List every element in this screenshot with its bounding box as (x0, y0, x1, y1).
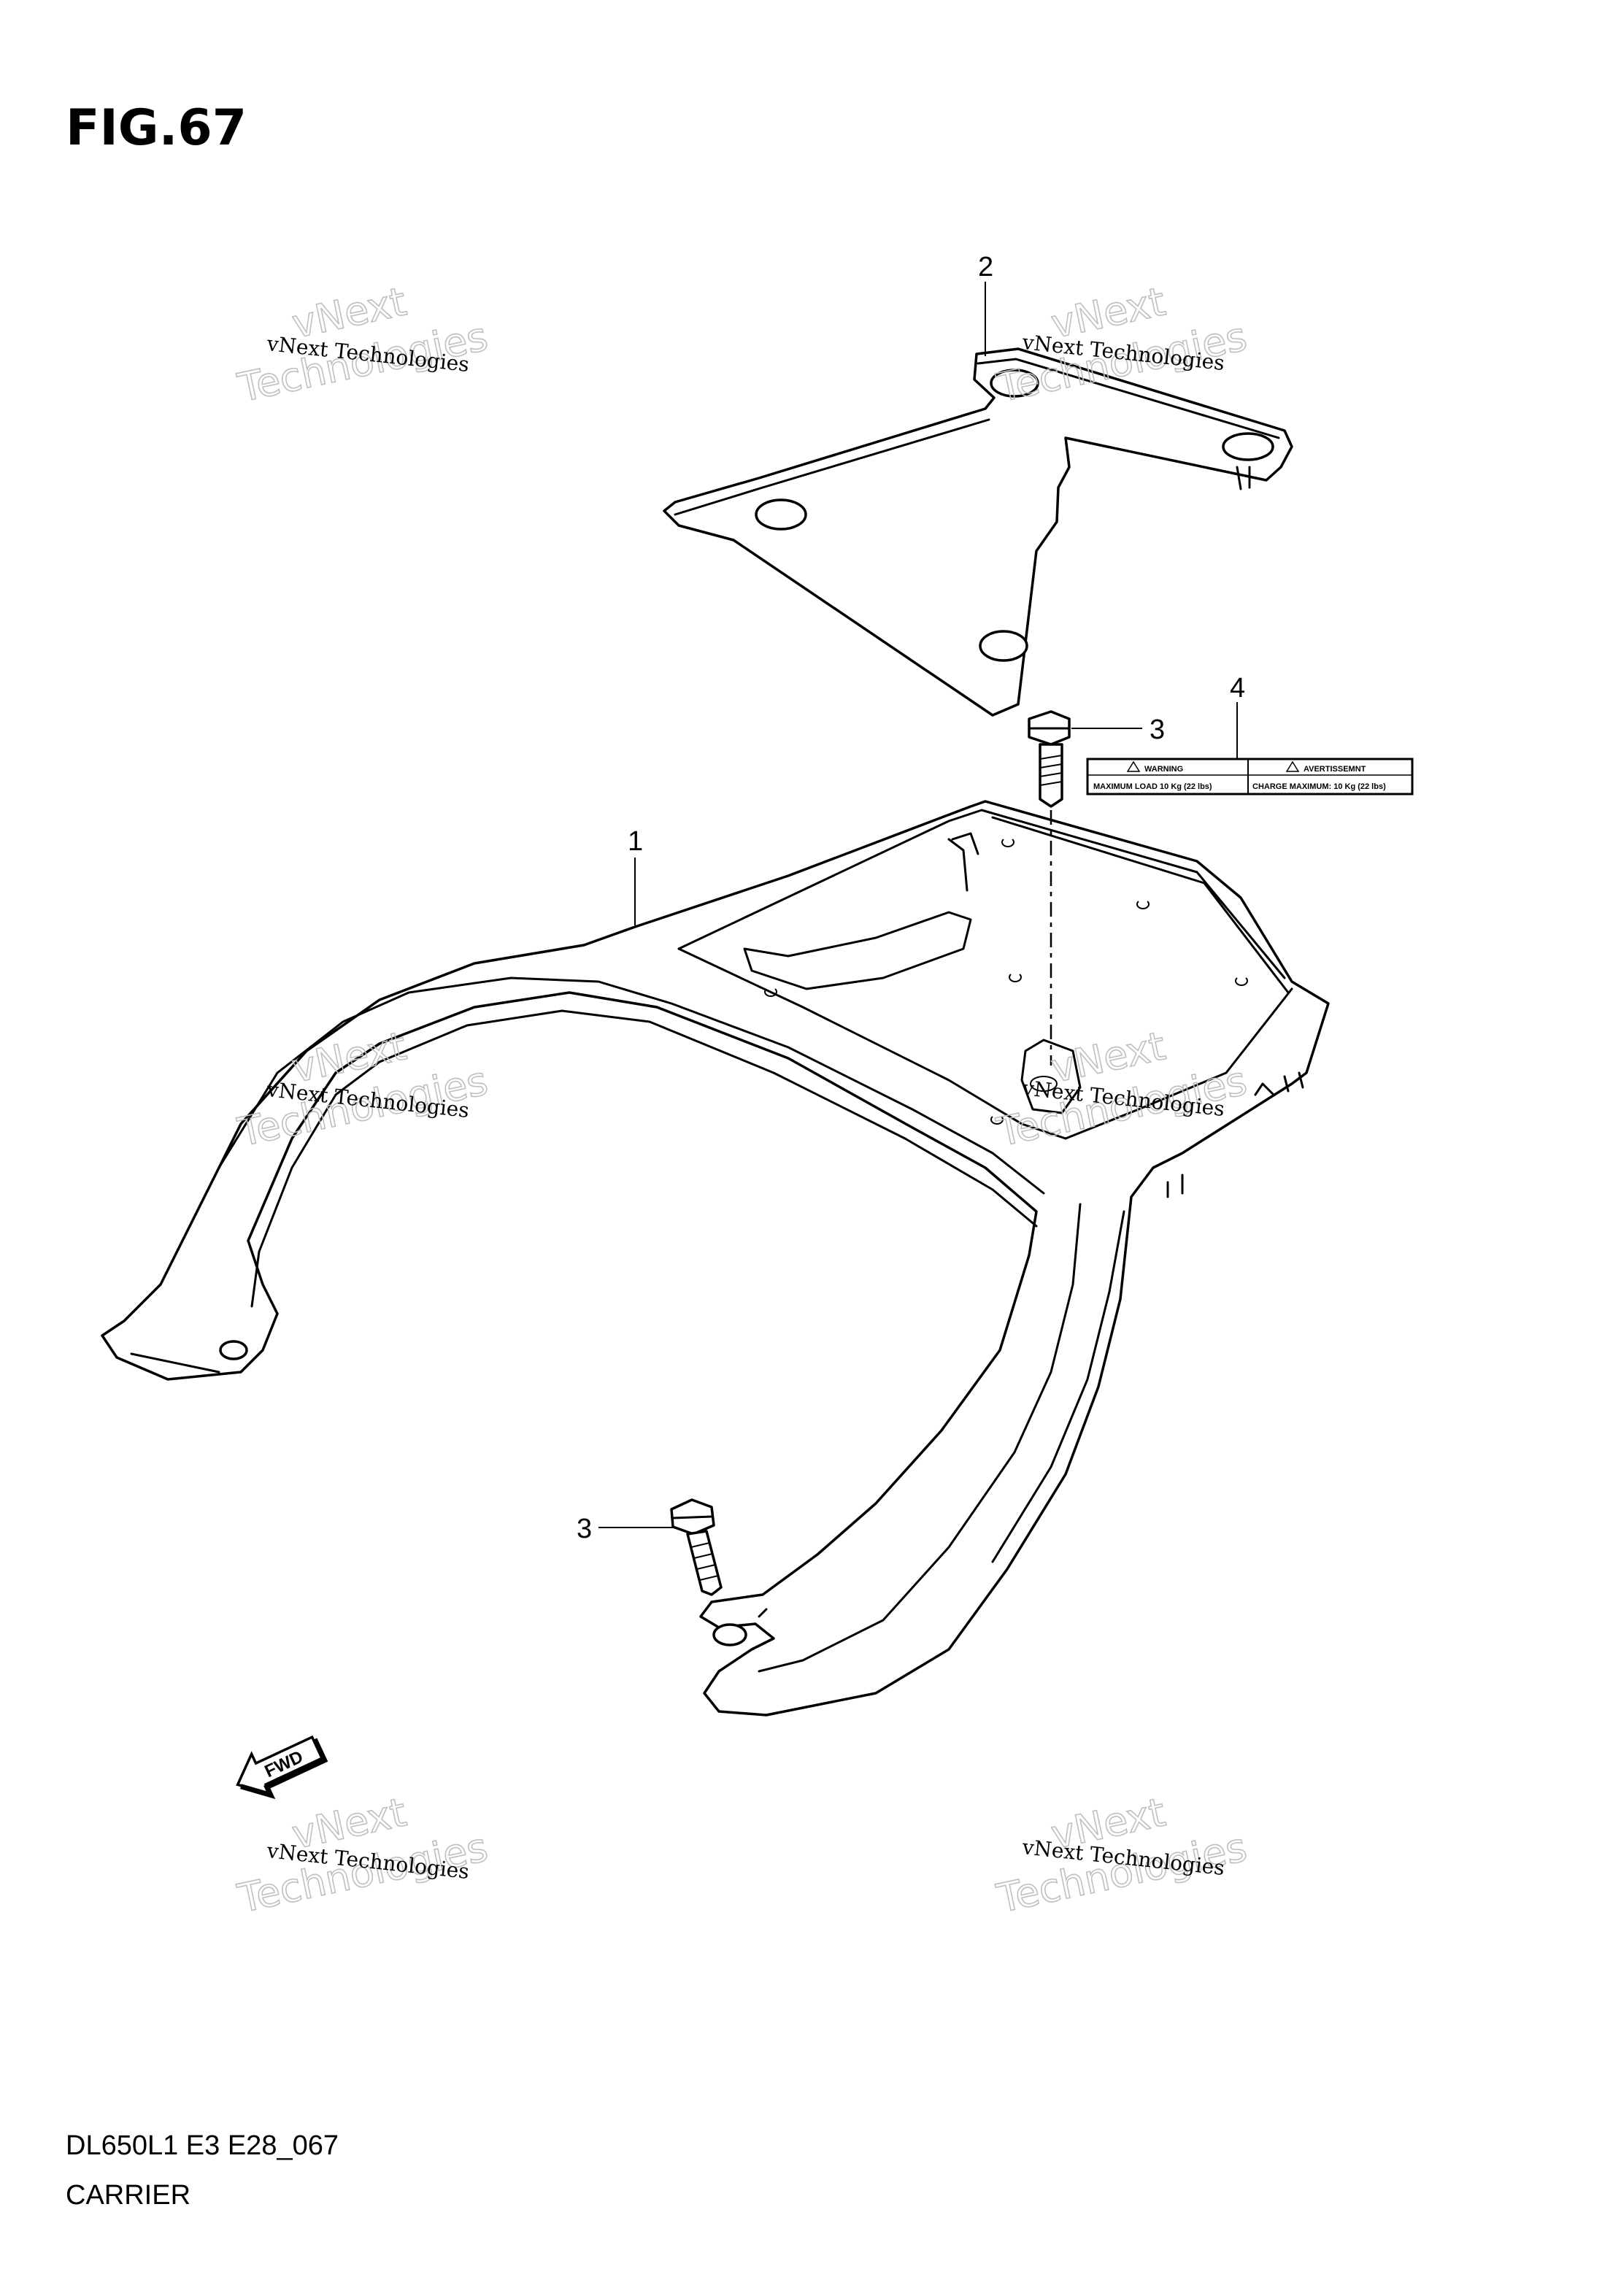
diagram-code: DL650L1 E3 E28_067 (66, 2130, 339, 2161)
callout-3-top: 3 (1150, 714, 1165, 745)
warning-left-text: MAXIMUM LOAD 10 Kg (22 lbs) (1093, 782, 1212, 791)
bolt-top (1028, 710, 1071, 808)
carrier-rack (101, 800, 1330, 1717)
callout-2: 2 (978, 252, 993, 282)
figure-title: FIG.67 (66, 99, 247, 157)
warning-triangle-icon (1285, 760, 1300, 772)
diagram-name: CARRIER (66, 2180, 190, 2211)
warning-left-heading: WARNING (1144, 765, 1183, 774)
fwd-arrow-icon: FWD (236, 1735, 328, 1800)
callout-1: 1 (628, 826, 643, 857)
carrier-cover-plate (663, 347, 1293, 717)
bolt-bottom (670, 1498, 723, 1596)
warning-right-heading: AVERTISSEMNT (1304, 765, 1366, 774)
warning-right-text: CHARGE MAXIMUM: 10 Kg (22 lbs) (1252, 782, 1386, 791)
callout-leaders (598, 282, 1238, 1528)
callout-3-bottom: 3 (577, 1514, 592, 1544)
callout-4: 4 (1230, 673, 1245, 704)
warning-triangle-icon (1126, 760, 1141, 772)
warning-label: WARNING MAXIMUM LOAD 10 Kg (22 lbs) AVER… (1086, 758, 1414, 795)
